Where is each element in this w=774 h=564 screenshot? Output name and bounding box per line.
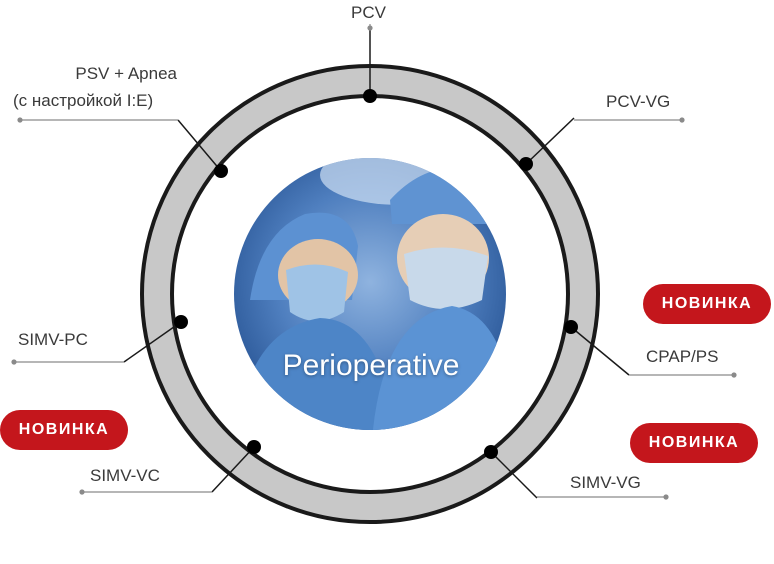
node-simv-vc — [247, 440, 261, 454]
surgeons-photo — [234, 158, 506, 430]
mode-label-pcv: PCV — [351, 3, 386, 22]
mode-label-pcv-vg: PCV-VG — [606, 92, 671, 111]
mode-label-simv-vc: SIMV-VC — [90, 466, 160, 485]
node-pcv-vg — [519, 157, 533, 171]
node-simv-pc — [174, 315, 188, 329]
mode-label-psv-apnea-line1: PSV + Apnea — [75, 64, 177, 83]
mode-label-simv-vg: SIMV-VG — [570, 473, 641, 492]
leader-lines — [11, 24, 737, 500]
node-cpap-ps — [564, 320, 578, 334]
mode-label-psv-apnea: PSV + Apnea (с настройкой I:E) — [13, 64, 179, 111]
mode-nodes — [174, 89, 578, 459]
mode-label-cpap-ps: CPAP/PS — [646, 347, 719, 366]
new-badge-simv-vg: НОВИНКА — [630, 423, 758, 463]
new-badge-simv-vc: НОВИНКА — [0, 410, 128, 450]
mode-label-simv-pc: SIMV-PC — [18, 330, 88, 349]
center-label: Perioperative — [282, 349, 460, 382]
mode-label-psv-apnea-line2: (с настройкой I:E) — [13, 91, 154, 110]
ring-dividers — [123, 28, 630, 499]
node-psv-apnea — [214, 164, 228, 178]
node-pcv — [363, 89, 377, 103]
new-badge-cpap-ps: НОВИНКА — [643, 284, 771, 324]
node-simv-vg — [484, 445, 498, 459]
